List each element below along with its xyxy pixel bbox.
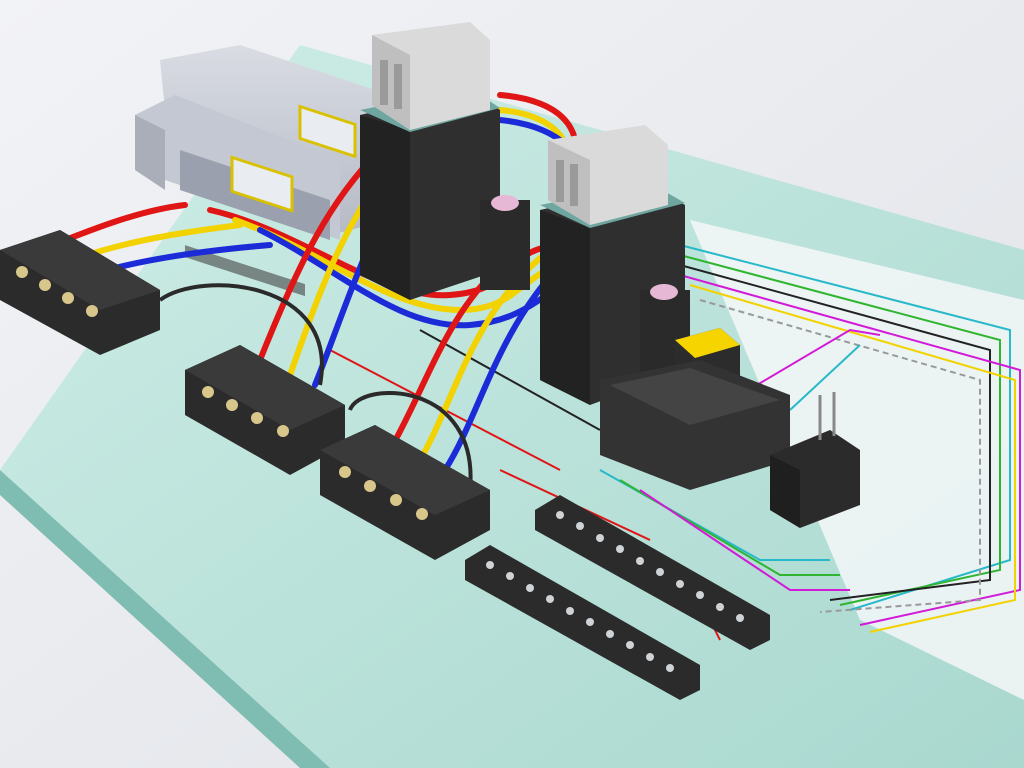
terminal-strip-2 [535, 495, 770, 650]
power-adapter [770, 392, 860, 528]
plate-edge [0, 470, 330, 768]
pilot-lamp-2 [650, 284, 678, 300]
terminal-block-3 [320, 425, 490, 560]
meter-display [230, 155, 294, 213]
terminal-block-2 [185, 345, 345, 475]
terminal-block-1 [0, 230, 160, 355]
contactor-1 [360, 22, 500, 300]
aux-contact-block-2 [548, 125, 668, 225]
pilot-lamps [480, 195, 690, 380]
bridge-wires [158, 283, 473, 491]
meter-display-2 [298, 104, 357, 159]
aux-contact-block-1 [372, 22, 490, 130]
power-meter [135, 45, 390, 297]
relay [600, 328, 790, 490]
terminal-strip-1 [465, 545, 700, 700]
routed-wires [329, 244, 1021, 641]
pilot-lamp-1 [491, 195, 519, 211]
